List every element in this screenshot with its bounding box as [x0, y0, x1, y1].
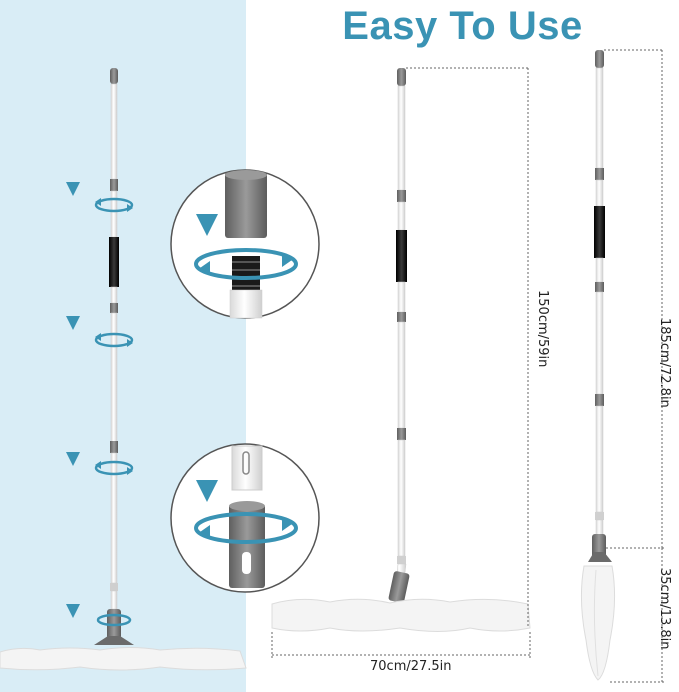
joint [397, 556, 406, 564]
arrowhead-icon [95, 461, 101, 469]
rotation-arrows-icon [194, 248, 298, 280]
head-bracket [588, 552, 612, 562]
pole-segment [397, 439, 406, 557]
head-dimension-label: 35cm/13.8in [657, 568, 672, 650]
microfiber-pad [0, 647, 247, 671]
arrowhead-icon [127, 339, 133, 347]
sleeve-top [225, 170, 267, 180]
joint [397, 312, 406, 322]
black-grip [594, 206, 605, 258]
page-title: Easy To Use [342, 4, 583, 48]
detail-circle-screw-joint [170, 169, 320, 319]
pole-segment [397, 321, 406, 429]
height-short-dimension-label: 150cm/59in [535, 290, 550, 368]
arrowhead-icon [127, 204, 133, 212]
rotation-arrows-icon [94, 332, 134, 348]
width-dimension-label: 70cm/27.5in [370, 659, 452, 674]
center-mop [271, 68, 531, 632]
rotation-arrows-icon [194, 512, 298, 544]
step-2-indicator [66, 316, 134, 348]
down-triangle-icon [66, 452, 80, 466]
connector-top [229, 501, 265, 511]
pole-segment-1 [110, 83, 118, 180]
left-mop-assembly [0, 68, 247, 671]
right-mop [580, 50, 616, 681]
detail-circle-lock-clip [170, 443, 320, 593]
pole-segment-3 [110, 286, 118, 304]
height-long-dimension-label: 185cm/72.8in [657, 318, 672, 408]
pole-segment [397, 201, 406, 231]
pole-segment [595, 179, 604, 207]
pole-segment-5 [110, 452, 118, 584]
pad-fold-line [593, 569, 599, 677]
joint [595, 394, 604, 406]
clip-slot [242, 451, 250, 475]
pole-segment [397, 281, 406, 313]
rotation-arrows-icon [96, 613, 132, 627]
joint-4 [110, 583, 118, 591]
joint-1 [110, 179, 118, 191]
hang-cap [595, 50, 604, 68]
arrowhead-icon [95, 333, 101, 341]
folded-microfiber-pad [580, 565, 616, 681]
white-pole-end [229, 289, 263, 319]
step-4-indicator [66, 604, 132, 627]
dimension-lines [271, 49, 664, 683]
joint-3 [110, 441, 118, 453]
down-triangle-icon [66, 182, 80, 196]
down-triangle-icon [196, 214, 218, 236]
joint [595, 512, 604, 520]
arrowhead-icon [127, 467, 133, 475]
arrowhead-icon [95, 198, 101, 206]
down-triangle-icon [66, 604, 80, 618]
joint [595, 282, 604, 292]
lock-button-hole [242, 552, 251, 574]
black-grip [109, 237, 119, 287]
arrowhead-icon [200, 261, 210, 275]
head-connector [388, 571, 410, 603]
pole-segment [595, 291, 604, 395]
microfiber-pad [271, 598, 531, 632]
arrowhead-icon [282, 253, 292, 267]
gray-sleeve [225, 172, 267, 238]
pole-segment [595, 405, 604, 513]
head-bracket [94, 636, 134, 645]
down-triangle-icon [196, 480, 218, 502]
joint-2 [110, 303, 118, 313]
arrowhead-icon [200, 525, 210, 539]
joint [595, 168, 604, 180]
pole-segment [595, 67, 604, 169]
rotation-arrows-icon [94, 460, 134, 476]
pole-segment [397, 85, 406, 191]
arrowhead-icon [282, 517, 292, 531]
pole-segment-6 [110, 590, 118, 610]
gray-connector [229, 504, 265, 588]
rotation-arrows-icon [94, 197, 134, 213]
step-1-indicator [66, 182, 134, 213]
hang-cap [397, 68, 406, 86]
black-grip [396, 230, 407, 282]
hang-cap [110, 68, 118, 84]
threaded-insert [232, 256, 260, 290]
down-triangle-icon [66, 316, 80, 330]
white-pole-end [231, 445, 263, 491]
joint [397, 428, 406, 440]
pole-segment [595, 257, 604, 283]
joint [397, 190, 406, 202]
step-3-indicator [66, 452, 134, 476]
